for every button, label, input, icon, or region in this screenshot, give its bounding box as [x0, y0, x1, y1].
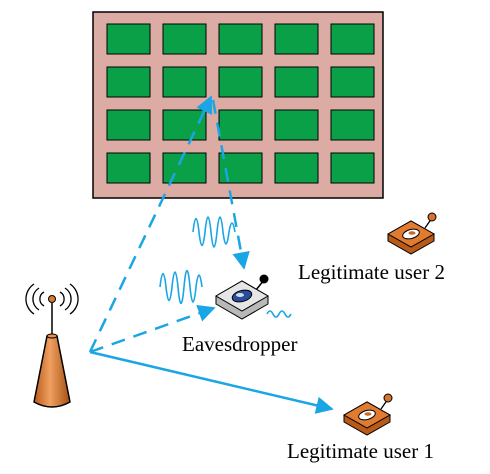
reflecting-element: [218, 23, 263, 55]
signal-waves: [159, 216, 292, 318]
reflecting-surface: [92, 11, 384, 199]
signal-wave-icon: [159, 269, 203, 305]
reflecting-element: [162, 23, 207, 55]
beam-bs-to-surface: [88, 95, 213, 353]
user-terminal-icon: [342, 393, 393, 436]
user-terminal-icon: [386, 212, 437, 255]
legitimate-user-1: Legitimate user 1: [287, 393, 434, 463]
reflecting-element: [218, 109, 263, 141]
beam-surface-to-eavesdropper: [211, 99, 250, 270]
legitimate-user-2: Legitimate user 2: [298, 212, 445, 284]
legitimate-user-1-label: Legitimate user 1: [287, 439, 434, 463]
eavesdropper-label: Eavesdropper: [182, 332, 297, 356]
eavesdropper: Eavesdropper: [182, 274, 297, 356]
reflecting-element: [330, 152, 375, 184]
signal-beams: [88, 95, 334, 414]
reflecting-element: [162, 109, 207, 141]
base-station-antenna-icon: [25, 283, 79, 408]
reflecting-element: [106, 109, 151, 141]
reflecting-element: [106, 23, 151, 55]
signal-wave-icon: [192, 216, 236, 248]
reflecting-element: [274, 152, 319, 184]
reflecting-element: [218, 66, 263, 98]
signal-wave-icon: [266, 310, 292, 318]
reflecting-elements: [106, 23, 375, 184]
base-station: [25, 283, 79, 408]
reflecting-element: [330, 23, 375, 55]
reflecting-element: [162, 66, 207, 98]
beam-bs-to-user-1: [89, 350, 334, 414]
reflecting-element: [330, 109, 375, 141]
legitimate-user-2-label: Legitimate user 2: [298, 260, 445, 284]
eavesdropper-device-icon: [214, 274, 270, 320]
reflecting-element: [274, 23, 319, 55]
reflecting-element: [330, 66, 375, 98]
reflecting-element: [106, 152, 151, 184]
reflecting-element: [274, 109, 319, 141]
reflecting-element: [162, 152, 207, 184]
reflecting-element: [274, 66, 319, 98]
reflecting-element: [106, 66, 151, 98]
